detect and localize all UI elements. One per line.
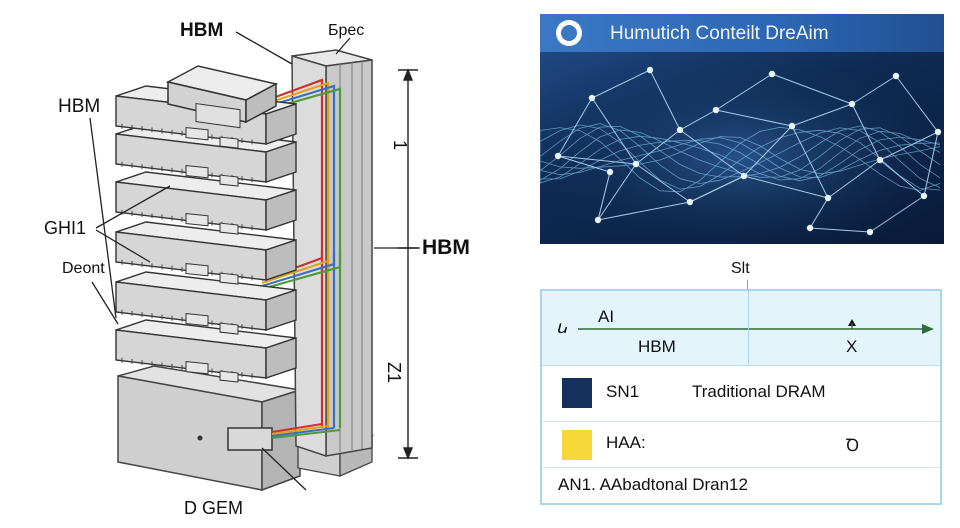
- legend-row: HAA: Ꝺ: [542, 421, 940, 468]
- label-hbm-top: HBM: [180, 20, 224, 41]
- header-divider: [748, 291, 749, 365]
- top-logic-chip: [165, 65, 279, 129]
- table-footer: AN1. AAbadtonal Dran12: [558, 475, 748, 494]
- die-stack: [115, 85, 297, 383]
- legend-key: SN1: [606, 382, 640, 401]
- banner-title: Humutich Conteilt DreAim: [610, 23, 829, 44]
- legend-row: SN1 Traditional DRAM: [542, 365, 940, 422]
- header-x-label: X: [846, 337, 858, 356]
- header-left-label: AI: [598, 307, 615, 326]
- ai-network-banner: Humutich Conteilt DreAim: [540, 14, 944, 244]
- table-header: ꭎ AI HBM X: [542, 291, 940, 366]
- label-spec: Бpec: [328, 22, 365, 39]
- table-caption: Slt: [731, 260, 750, 277]
- memory-die: [115, 319, 297, 383]
- logo-icon: [556, 20, 582, 46]
- memory-die: [115, 271, 297, 335]
- axis-arrow: [578, 319, 934, 334]
- legend-swatch-yellow: [562, 430, 592, 460]
- leader-deont: [91, 281, 119, 325]
- leader-ghi-b: [95, 229, 151, 263]
- legend-table: ꭎ AI HBM X SN1 Traditional DRAM HAA: Ꝺ A…: [540, 289, 942, 505]
- label-hbm-right: HBM: [422, 236, 470, 259]
- vertical-column: [291, 49, 373, 458]
- label-deont: Deont: [62, 260, 105, 277]
- dimension-mark-lower: Z1: [384, 362, 404, 383]
- base-block: [117, 365, 301, 492]
- leader-hbm-left: [89, 117, 117, 319]
- leader-hbm-top: [235, 31, 293, 65]
- legend-key: HAA:: [606, 433, 646, 452]
- dimension-mark-upper: 1: [390, 140, 410, 150]
- header-hbm-label: HBM: [638, 337, 676, 356]
- legend-swatch-dark: [562, 378, 592, 408]
- leader-bottom: [261, 447, 307, 491]
- header-mark: ꭎ: [556, 317, 568, 337]
- label-hbm-left: HBM: [58, 96, 101, 117]
- label-ghi: GHI1: [44, 218, 87, 238]
- memory-die: [115, 171, 297, 235]
- hbm-stack-diagram: 1 Z1: [89, 31, 420, 492]
- network-graph-illustration: [540, 52, 944, 244]
- dimension-line: [398, 68, 418, 460]
- banner-header: Humutich Conteilt DreAim: [540, 14, 944, 52]
- leader-ghi-a: [95, 185, 171, 229]
- label-bottom: D GEM: [184, 498, 244, 518]
- caption-tick: [747, 280, 748, 292]
- legend-extra: Ꝺ: [846, 436, 860, 455]
- leader-spec: [335, 37, 351, 55]
- legend-value: Traditional DRAM: [692, 382, 826, 401]
- memory-die: [115, 221, 297, 285]
